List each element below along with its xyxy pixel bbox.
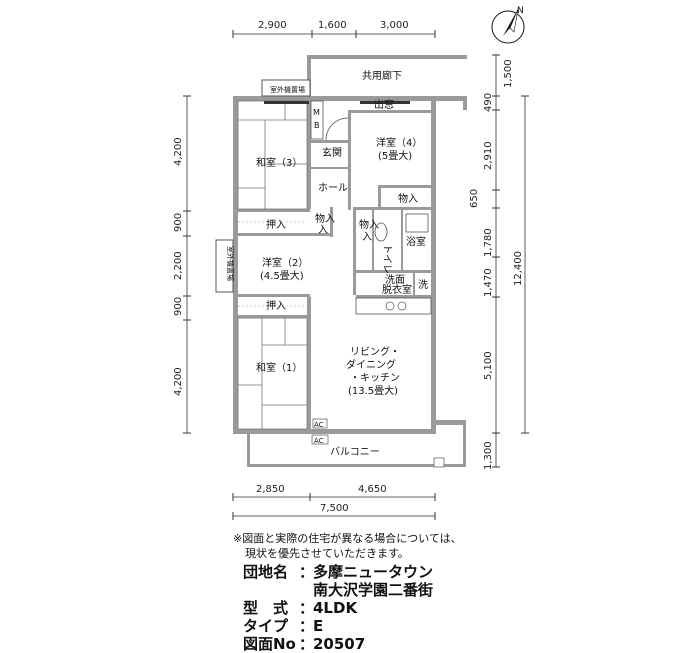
info-danchi-row: 団地名 ： 多摩ニュータウン — [243, 563, 433, 581]
monoire-center-label: 物入 — [359, 218, 379, 231]
youshitsu4-label: 洋室（4） — [376, 136, 422, 149]
taipu-label: タイプ — [243, 617, 289, 635]
disclaimer-note: ※図面と実際の住宅が異なる場合については、 現状を優先させていただきます。 — [233, 531, 462, 561]
monoire-center-label-2: 入 — [362, 232, 372, 243]
left-dimensions: 4,200 900 2,200 900 4,200 — [173, 95, 191, 434]
corridor-label: 共用廊下 — [362, 69, 402, 82]
dim-left-3: 2,200 — [173, 251, 184, 280]
dim-right-5: 1,780 — [483, 228, 494, 257]
washitsu3-label: 和室（3） — [256, 156, 302, 169]
washitsu1-tatami — [237, 317, 308, 430]
ac-label-1: AC — [314, 421, 324, 429]
toilet-fixture — [374, 222, 388, 242]
top-dimensions: 2,900 1,600 3,000 — [232, 20, 436, 38]
dim-right-7: 5,100 — [483, 351, 494, 380]
type-colon: ： — [299, 599, 315, 617]
info-danchi-row-2: 南大沢学園二番街 — [243, 581, 433, 599]
dim-left-1: 4,200 — [173, 137, 184, 166]
compass-icon: N — [491, 6, 525, 44]
danchi-value-2: 南大沢学園二番街 — [313, 581, 434, 599]
sen-label: 洗 — [418, 279, 428, 291]
note-line-1: ※図面と実際の住宅が異なる場合については、 — [233, 532, 462, 545]
monoire-left-label-2: 入 — [318, 225, 328, 236]
youshitsu2-size: (4.5畳大) — [260, 269, 304, 282]
youshitsu2-label: 洋室（2） — [262, 256, 308, 269]
outer-walls — [233, 96, 467, 434]
outdoor-unit-left: 室外機置場 — [215, 239, 235, 293]
info-taipu-row: タイプ ： E — [243, 617, 433, 635]
info-type-row: 型 式 ： 4LDK — [243, 599, 433, 617]
compass-n: N — [517, 6, 524, 16]
danchi-colon: ： — [299, 563, 315, 581]
dim-top-3: 3,000 — [380, 20, 409, 31]
outdoor-unit-top-label: 室外機置場 — [270, 85, 305, 94]
demado-label: 出窓 — [374, 98, 394, 111]
outdoor-unit-top: 室外機置場 — [261, 79, 311, 97]
interior-walls — [238, 101, 431, 429]
dim-right-8: 1,300 — [483, 441, 494, 470]
danchi-label: 団地名 — [243, 563, 289, 581]
monoire-left-label: 物入 — [315, 212, 335, 225]
info-zumen-row: 図面No ： 20507 — [243, 635, 433, 653]
dim-right-2: 490 — [483, 93, 494, 112]
note-line-2: 現状を優先させていただきます。 — [245, 547, 409, 560]
type-value: 4LDK — [313, 599, 358, 617]
type-label: 型 式 — [243, 599, 289, 617]
mb-box: M B — [310, 100, 324, 140]
senmen-label: 洗面 — [385, 274, 405, 286]
taipu-value: E — [313, 617, 324, 635]
zumen-label: 図面No — [243, 635, 296, 653]
dim-left-5: 4,200 — [173, 367, 184, 396]
ldk-size: (13.5畳大) — [348, 384, 398, 397]
outdoor-unit-left-label: 室外機置場 — [226, 246, 235, 281]
dim-right-6: 1,470 — [483, 268, 494, 297]
hall-label: ホール — [318, 182, 348, 194]
dim-top-1: 2,900 — [258, 20, 287, 31]
mb-label-m: M — [313, 108, 320, 117]
danchi-value-1: 多摩ニュータウン — [313, 563, 434, 581]
property-info: 団地名 ： 多摩ニュータウン 南大沢学園二番街 型 式 ： 4LDK タイプ ：… — [243, 563, 433, 653]
ldk-line1: リビング・ — [350, 345, 400, 358]
floor-plan: N 2,900 1,600 3,000 4,200 900 2,200 900 … — [173, 6, 529, 520]
washitsu3-tatami — [237, 100, 308, 210]
zumen-value: 20507 — [313, 635, 366, 653]
dim-right-total: 12,400 — [513, 251, 524, 286]
genkan-label: 玄関 — [322, 146, 342, 159]
zumen-colon: ： — [299, 635, 315, 653]
datsui-label: 脱衣室 — [382, 283, 412, 296]
ac-label-2: AC — [314, 437, 324, 445]
bottom-dimensions: 2,850 4,650 7,500 — [232, 484, 436, 520]
entrance-door-arc — [325, 117, 349, 141]
oshiire-lower-label: 押入 — [266, 299, 286, 312]
dim-bottom-1: 2,850 — [256, 484, 285, 495]
oshiire-upper-label: 押入 — [266, 218, 286, 231]
dim-right-4: 650 — [469, 189, 480, 208]
dim-left-2: 900 — [173, 213, 184, 232]
bathtub — [405, 213, 429, 233]
toilet-label: トイレ — [381, 244, 392, 274]
monoire-right-label: 物入 — [398, 192, 418, 205]
ldk-line2: ダイニング — [346, 358, 396, 371]
mb-label-b: B — [314, 121, 320, 130]
youshitsu4-size: (5畳大) — [378, 149, 412, 162]
washitsu1-label: 和室（1） — [256, 361, 302, 374]
bath-label: 浴室 — [406, 235, 426, 248]
taipu-colon: ： — [299, 617, 315, 635]
corridor-area: 共用廊下 — [307, 55, 467, 100]
dim-bottom-total: 7,500 — [320, 503, 349, 514]
right-dimensions: 1,500 490 2,910 650 1,780 1,470 5,100 1,… — [469, 54, 529, 470]
dim-top-2: 1,600 — [318, 20, 347, 31]
kitchen-counter — [355, 297, 432, 315]
balcony-label: バルコニー — [330, 446, 380, 458]
dim-right-3: 2,910 — [483, 141, 494, 170]
dim-right-1: 1,500 — [503, 59, 514, 88]
balcony: バルコニー — [247, 425, 466, 468]
dim-bottom-2: 4,650 — [358, 484, 387, 495]
ldk-line3: ・キッチン — [350, 372, 400, 384]
dim-left-4: 900 — [173, 297, 184, 316]
